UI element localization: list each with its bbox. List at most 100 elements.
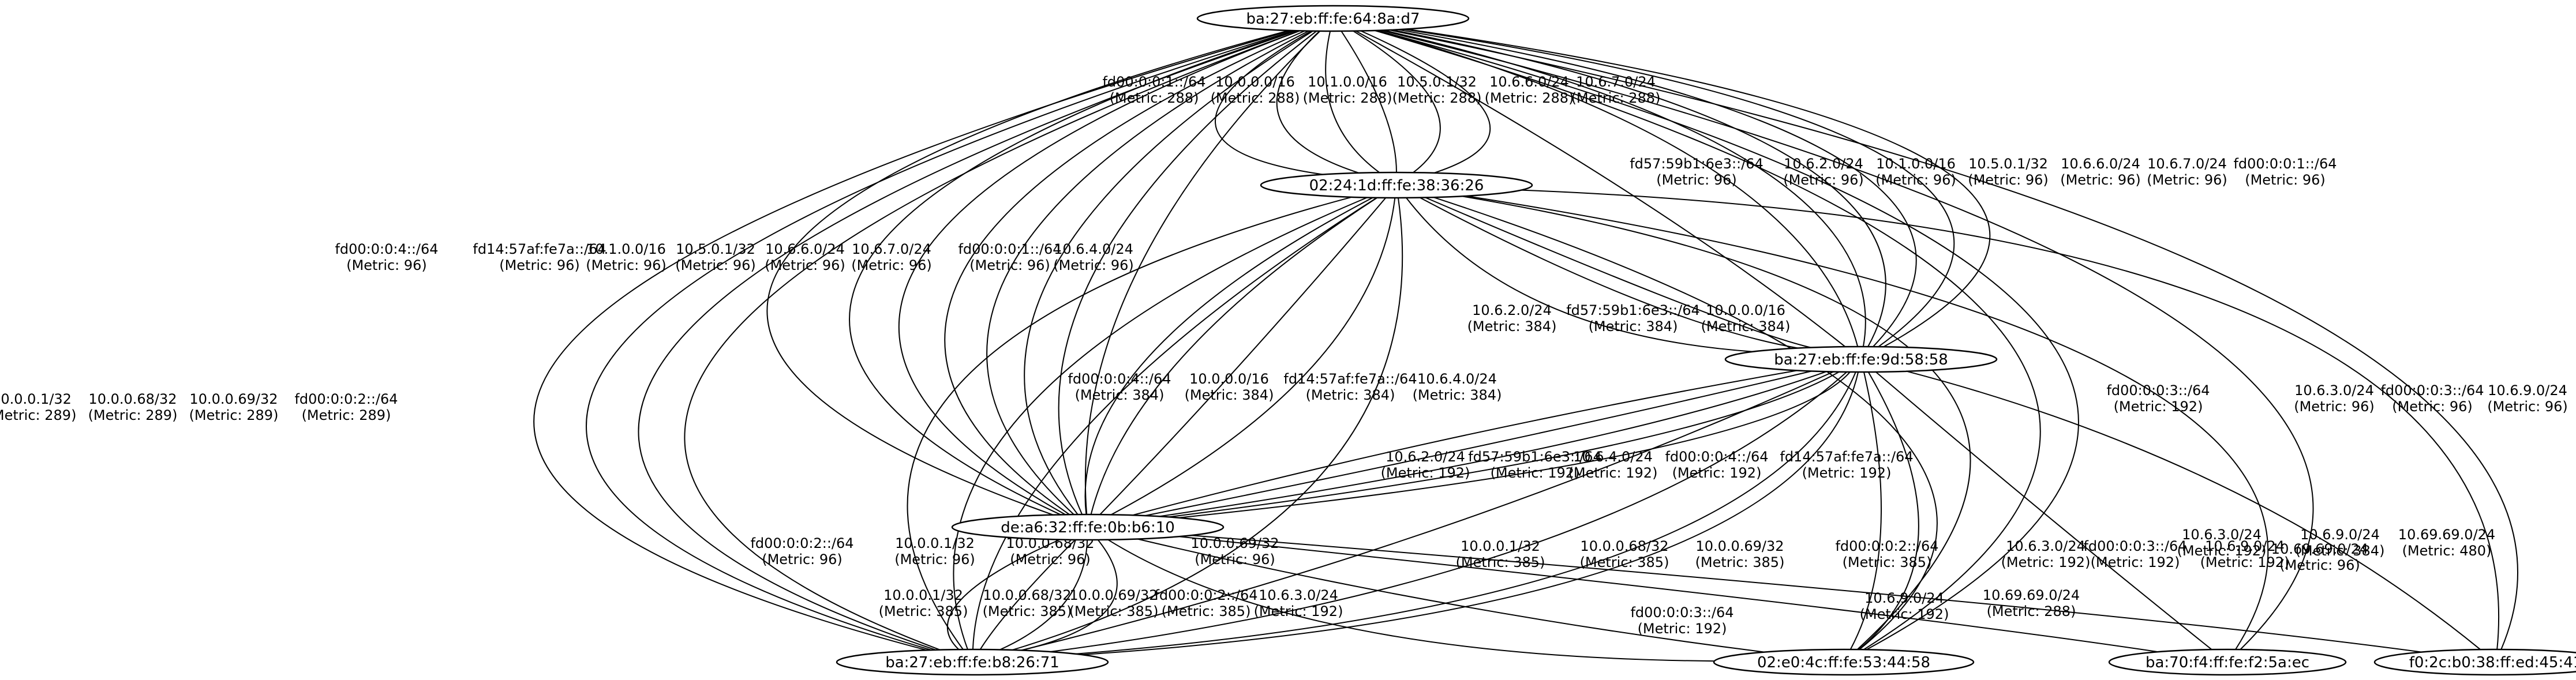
node-label: ba:27:eb:ff:fe:9d:58:58 <box>1774 351 1948 369</box>
edge-label-metric: (Metric: 480) <box>2402 543 2492 559</box>
edge-line <box>979 539 1076 650</box>
edge-label-prefix: 10.0.0.1/32 <box>1461 538 1540 554</box>
edge-label-prefix: 10.6.3.0/24 <box>2006 538 2085 554</box>
edge-line <box>586 30 1294 651</box>
edge-label-metric: (Metric: 96) <box>1968 172 2049 188</box>
node-ellipse[interactable] <box>1724 345 1998 373</box>
edge-label-metric: (Metric: 96) <box>851 257 932 273</box>
node-ellipse[interactable] <box>1713 648 1975 676</box>
edge-label: 10.0.0.68/32(Metric: 385) <box>1580 538 1669 570</box>
edge-label-prefix: 10.6.6.0/24 <box>765 241 845 257</box>
edge-label: 10.1.0.0/16(Metric: 96) <box>1875 156 1956 188</box>
edge-line <box>1111 197 1396 516</box>
edge-line <box>533 29 1291 651</box>
edge-line <box>1433 197 1938 650</box>
edge-line <box>1360 30 1491 174</box>
graph-node[interactable]: ba:27:eb:ff:fe:b8:26:71 <box>836 648 1109 676</box>
edge-label-metric: (Metric: 384) <box>1701 318 1791 335</box>
graph-node[interactable]: ba:70:f4:ff:fe:f2:5a:ec <box>2108 648 2347 676</box>
edge-line <box>972 197 1377 650</box>
edge-label-prefix: 10.1.0.0/16 <box>1876 156 1956 172</box>
edge-label-metric: (Metric: 384) <box>1185 387 1274 403</box>
edge-label: 10.0.0.0/16(Metric: 288) <box>1211 74 1300 106</box>
edge-label-prefix: fd00:0:0:2::/64 <box>1835 538 1938 554</box>
edge-label: fd00:0:0:1::/64(Metric: 96) <box>958 241 1061 273</box>
edge-line <box>1178 371 1851 519</box>
edge-line <box>1084 197 1373 515</box>
edge-label: fd00:0:0:4::/64(Metric: 384) <box>1068 371 1171 403</box>
edge-label: 10.0.0.0/16(Metric: 384) <box>1185 371 1274 403</box>
edge-label: fd00:0:0:4::/64(Metric: 192) <box>1665 449 1768 481</box>
edge-label-metric: (Metric: 192) <box>2177 543 2267 559</box>
edge-label: 10.69.69.0/24(Metric: 288) <box>1983 587 2080 619</box>
edge-label-metric: (Metric: 192) <box>1568 465 1658 481</box>
edge-label-prefix: 10.0.0.69/32 <box>1069 587 1158 603</box>
node-ellipse[interactable] <box>1260 171 1533 199</box>
edge-label-metric: (Metric: 192) <box>2001 554 2091 570</box>
edge-label-metric: (Metric: 288) <box>1110 90 1199 106</box>
edge-label: 10.0.0.68/32(Metric: 385) <box>983 587 1072 619</box>
edge-label-prefix: 10.6.6.0/24 <box>1489 74 1569 90</box>
edge-line <box>1403 28 1955 348</box>
edge-label-prefix: 10.0.0.69/32 <box>1190 535 1279 551</box>
edge-label-prefix: fd57:59b1:6e3::/64 <box>1630 156 1763 172</box>
edge-line <box>1107 539 1714 662</box>
edge-label-metric: (Metric: 192) <box>1254 603 1343 619</box>
edge-line <box>898 30 1301 516</box>
node-label: 02:e0:4c:ff:fe:53:44:58 <box>1757 654 1930 671</box>
edge-label-prefix: 10.69.69.0/24 <box>2271 541 2368 557</box>
edge-label-prefix: fd00:0:0:2::/64 <box>1154 587 1257 603</box>
edge-label: 10.1.0.0/16(Metric: 288) <box>1303 74 1392 106</box>
edge-label-prefix: 10.6.7.0/24 <box>852 241 931 257</box>
graph-node[interactable]: f0:2c:b0:38:ff:ed:45:41 <box>2373 648 2576 676</box>
node-ellipse[interactable] <box>836 648 1109 676</box>
edge-label-prefix: 10.69.69.0/24 <box>1983 587 2080 603</box>
edge-line <box>1381 29 2314 650</box>
edge-labels-layer: fd00:0:0:1::/64(Metric: 288)10.0.0.0/16(… <box>0 74 2568 637</box>
edge-label-prefix: 10.0.0.69/32 <box>1695 538 1784 554</box>
edge-label: fd00:0:0:2::/64(Metric: 289) <box>294 391 398 423</box>
node-ellipse[interactable] <box>951 513 1225 541</box>
edge-label: 10.1.0.0/16(Metric: 96) <box>586 241 667 273</box>
edge-label: 10.0.0.1/32(Metric: 385) <box>1456 538 1545 570</box>
edge-label-metric: (Metric: 288) <box>1571 90 1661 106</box>
edge-line <box>1521 189 2500 650</box>
graph-node[interactable]: 02:e0:4c:ff:fe:53:44:58 <box>1713 648 1975 676</box>
edge-line <box>1137 538 1765 653</box>
edge-label-prefix: 10.0.0.68/32 <box>88 391 177 407</box>
node-ellipse[interactable] <box>1196 5 1470 32</box>
edge-label-prefix: 10.6.2.0/24 <box>1386 449 1465 465</box>
edge-label-prefix: fd00:0:0:3::/64 <box>2106 382 2210 399</box>
edge-label: 10.0.0.69/32(Metric: 385) <box>1069 587 1159 619</box>
graph-node[interactable]: ba:27:eb:ff:fe:64:8a:d7 <box>1196 5 1470 32</box>
edge-label: 10.6.9.0/24(Metric: 96) <box>2487 382 2568 415</box>
edge-label-prefix: 10.0.0.0/16 <box>1215 74 1295 90</box>
edge-label-metric: (Metric: 385) <box>1695 554 1785 570</box>
edge-label: fd00:0:0:2::/64(Metric: 96) <box>750 535 853 568</box>
edge-line <box>986 30 1309 515</box>
edge-label: 10.6.4.0/24(Metric: 96) <box>1053 241 1134 273</box>
edge-label-metric: (Metric: 385) <box>1162 603 1251 619</box>
edge-line <box>1099 197 1387 515</box>
edge-label-prefix: fd00:0:0:1::/64 <box>2233 156 2337 172</box>
node-ellipse[interactable] <box>2373 648 2576 676</box>
edge-label: 10.6.4.0/24(Metric: 384) <box>1413 371 1502 403</box>
edge-label-prefix: 10.5.0.1/32 <box>676 241 755 257</box>
edge-label-metric: (Metric: 96) <box>1010 551 1091 568</box>
edge-label: fd00:0:0:3::/64(Metric: 192) <box>1630 604 1733 637</box>
edge-label: fd00:0:0:3::/64(Metric: 192) <box>2083 538 2186 570</box>
graph-node[interactable]: 02:24:1d:ff:fe:38:36:26 <box>1260 171 1533 199</box>
edge-line <box>1466 195 2269 650</box>
node-label: 02:24:1d:ff:fe:38:36:26 <box>1309 177 1484 194</box>
edge-line <box>1353 30 1441 173</box>
edge-label-prefix: 10.6.2.0/24 <box>1472 302 1552 318</box>
edge-label-metric: (Metric: 96) <box>765 257 845 273</box>
edge-label-prefix: fd00:0:0:2::/64 <box>294 391 398 407</box>
edge-label-metric: (Metric: 385) <box>1580 554 1669 570</box>
edge-label-prefix: 10.6.2.0/24 <box>1784 156 1863 172</box>
edge-label: 10.0.0.69/32(Metric: 385) <box>1695 538 1785 570</box>
node-ellipse[interactable] <box>2108 648 2347 676</box>
graph-node[interactable]: ba:27:eb:ff:fe:9d:58:58 <box>1724 345 1998 373</box>
edge-label-metric: (Metric: 192) <box>2200 554 2290 570</box>
graph-node[interactable]: de:a6:32:ff:fe:0b:b6:10 <box>951 513 1225 541</box>
